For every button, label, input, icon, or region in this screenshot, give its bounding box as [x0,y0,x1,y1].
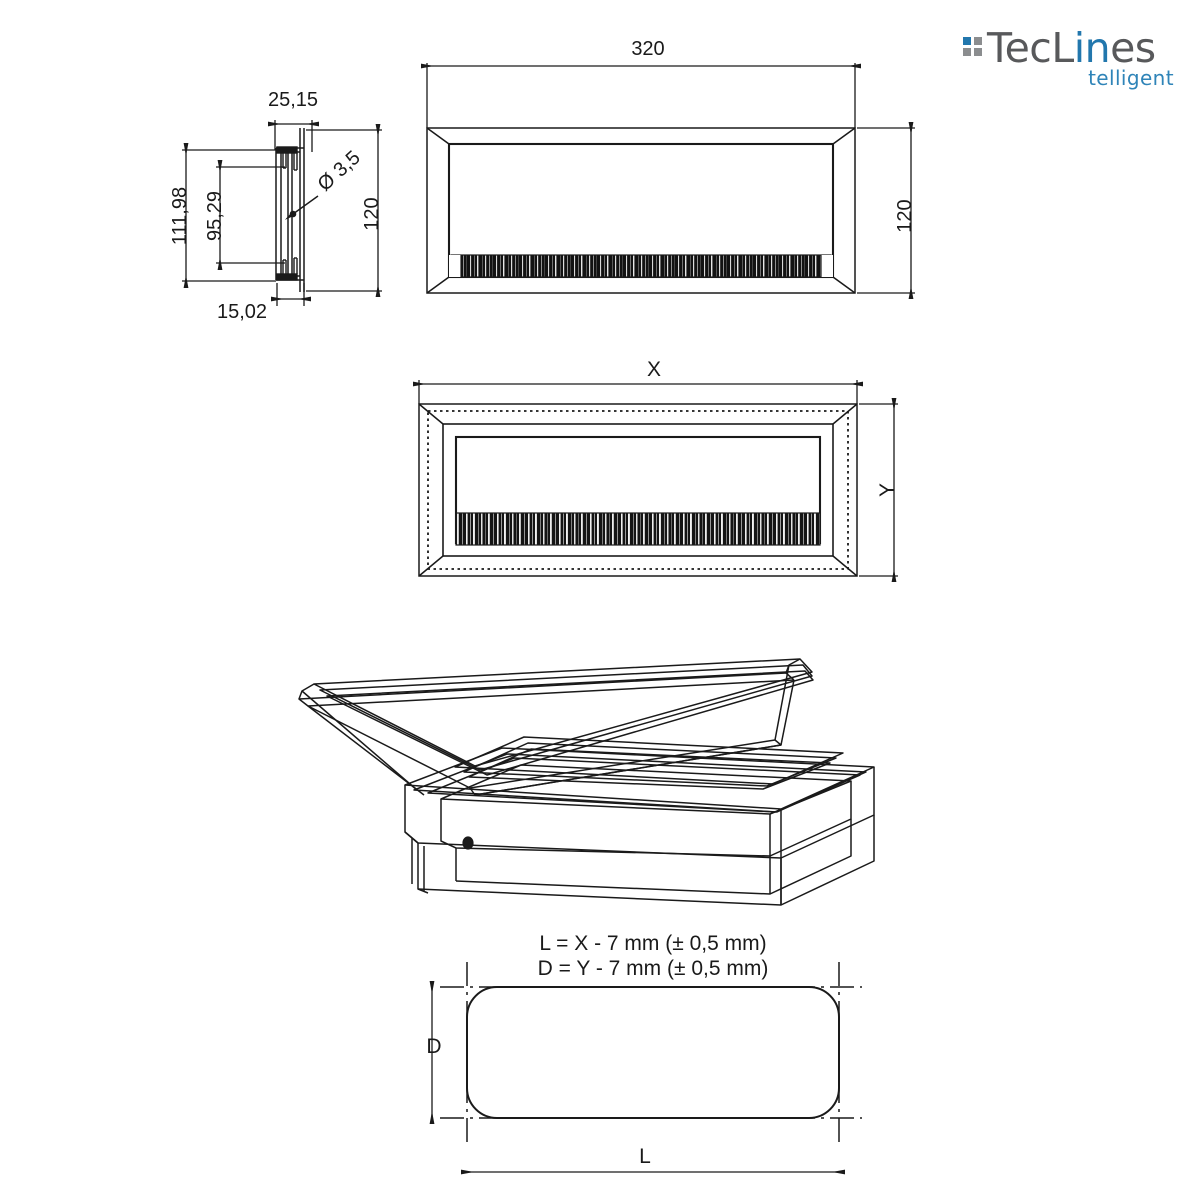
dim-label-x: X [647,358,661,381]
iso-side-hole [463,837,473,849]
logo-word-part-2: in [1073,24,1111,72]
dim-label-d: D [426,1035,441,1058]
dim-label-y: Y [876,483,899,497]
front-elevation-variable-view [413,380,898,582]
hole-callout-leader [284,195,319,220]
note-length-formula: L = X - 7 mm (± 0,5 mm) [539,932,766,955]
brush-end-left-320 [449,255,461,277]
dim-label-25-15: 25,15 [268,89,318,111]
frame-recess-dotted [427,410,849,570]
brush-strip-320 [451,255,831,277]
logo-word-part-1: TecL [987,24,1074,72]
logo-tagline: telligent [1088,66,1174,90]
note-depth-formula: D = Y - 7 mm (± 0,5 mm) [538,957,769,980]
dim-120-side [306,124,382,297]
cutout-rounded-rect [466,986,840,1119]
brand-logo: TecLines telligent [963,26,1178,104]
dim-320 [421,63,861,128]
dim-label-120-top: 120 [894,199,916,232]
iso-lid-front-lip [469,739,782,796]
logo-word-part-3: es [1110,24,1156,72]
iso-box-body [404,767,875,906]
dim-25-15 [268,120,319,152]
side-section-view [182,120,382,306]
front-elevation-320-view [421,63,915,299]
side-hinge-top [276,146,298,171]
cutout-centerlines [440,962,862,1143]
frame-bevel-variable [442,423,834,557]
dim-111-98 [182,143,276,288]
iso-hinge-arms [301,664,795,796]
dim-label-320: 320 [631,38,664,60]
dim-label-111-98: 111,98 [169,187,191,245]
cutout-template-view [429,962,862,1175]
logo-square-top-left [963,37,971,45]
dim-15-02 [271,283,311,306]
brush-strip-variable [456,513,820,545]
frame-outer-320 [426,127,856,294]
dim-120-top [857,122,915,299]
logo-grid-icon [963,37,982,56]
frame-miters-320 [426,127,856,294]
brush-end-right-320 [821,255,833,277]
dim-label-l: L [639,1145,651,1168]
dim-label-95-29: 95,29 [204,191,226,241]
dim-y [859,398,898,582]
side-hinge-bottom [276,257,298,281]
frame-miters-variable [418,403,858,577]
iso-rear-lip [454,736,844,790]
iso-open-lid [298,658,814,789]
dim-x [413,380,863,404]
dim-label-15-02: 15,02 [217,301,267,323]
dim-label-120-side: 120 [361,197,383,230]
dim-label-hole-diameter: Ø 3,5 [314,147,365,196]
dim-95-29 [216,160,285,270]
isometric-open-lid-view [298,658,875,906]
logo-square-top-right [974,37,982,45]
logo-square-bottom-right [974,48,982,56]
frame-outer-variable [418,403,858,577]
logo-wordmark: TecLines [987,26,1156,70]
logo-row: TecLines [963,26,1156,70]
brush-strip-variable-outline [455,512,821,546]
logo-square-bottom-left [963,48,971,56]
